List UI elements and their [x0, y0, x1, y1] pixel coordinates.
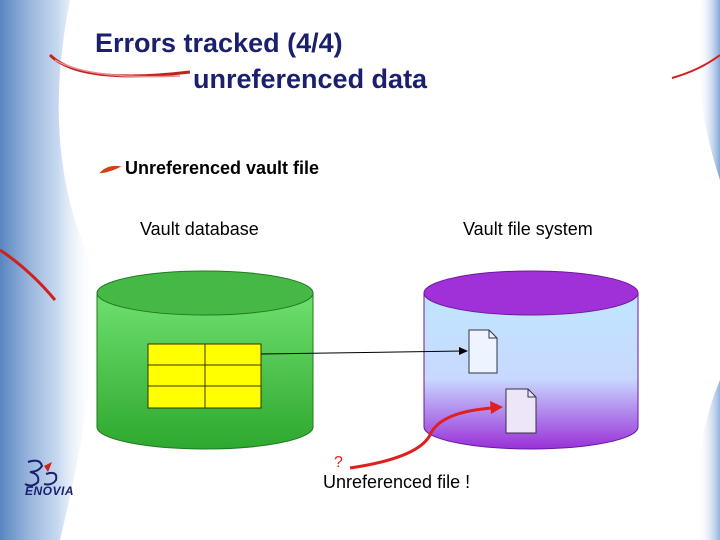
left-red-swoosh: [0, 248, 57, 301]
bullet-mark: [99, 165, 122, 174]
slide-title-line2: unreferenced data: [193, 64, 428, 94]
right-decor-band: [697, 0, 720, 180]
question-mark-label: ?: [334, 454, 343, 471]
vault-database-label: Vault database: [140, 219, 259, 239]
left-decor-band: [0, 0, 96, 540]
reference-arrow: [260, 347, 468, 355]
slide-title-line1: Errors tracked (4/4): [95, 28, 343, 58]
title-swoosh-shade: [54, 59, 181, 78]
unreferenced-file-icon: [505, 388, 537, 434]
right-red-swoosh: [671, 54, 720, 79]
3ds-logo-mark: [24, 459, 58, 487]
bullet-item: Unreferenced vault file: [125, 158, 320, 178]
enovia-logo-text: ENOVIA: [25, 484, 75, 498]
vault-file-system-label: Vault file system: [463, 219, 593, 239]
referenced-file-icon: [468, 329, 498, 374]
unreferenced-file-callout: Unreferenced file !: [323, 472, 471, 492]
unreferenced-pointer-arrow: [349, 401, 503, 470]
right-decor-band-lower: [697, 380, 720, 540]
database-table: [147, 343, 262, 409]
